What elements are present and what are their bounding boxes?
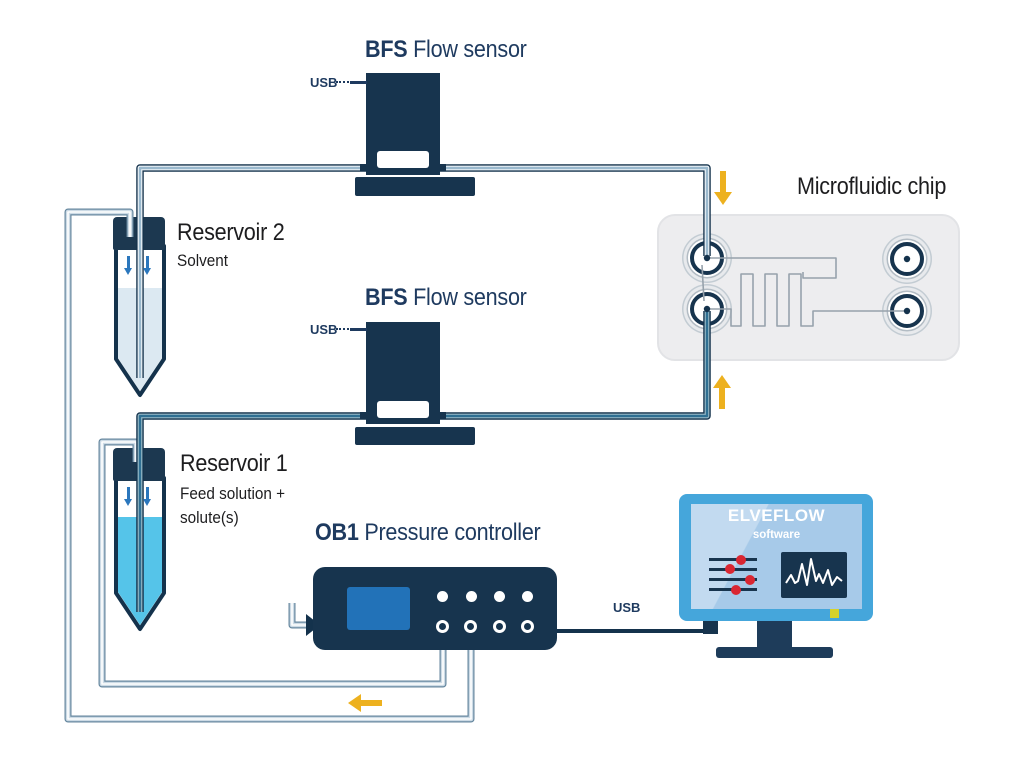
flow-sensor-mid-title: BFS Flow sensor [365, 284, 527, 312]
usb-dotted-line [336, 328, 349, 330]
monitor-power-led [830, 609, 839, 618]
usb-label-sensor-top: USB [310, 75, 338, 90]
reservoir2-description: Solvent [177, 251, 229, 270]
flow-down-arrow-icon [713, 171, 733, 205]
ob1-outlet-1 [436, 620, 449, 633]
flow-sensor-top-clamp-right [440, 164, 446, 171]
flow-sensor-top-brand: BFS [365, 36, 408, 63]
chip-channel [701, 257, 907, 327]
slider-track-1 [709, 558, 757, 561]
signal-waveform-icon [785, 558, 843, 586]
flow-sensor-top-title: BFS Flow sensor [365, 36, 527, 64]
flow-sensor-top-base [355, 177, 475, 196]
usb-lead-line [350, 328, 367, 331]
air-tube-reservoir1 [98, 438, 447, 688]
usb-label-sensor-mid: USB [310, 322, 338, 337]
ob1-screen [347, 587, 410, 630]
flow-left-arrow-icon [348, 693, 382, 713]
chip-port-dots [703, 254, 911, 315]
reservoir2-title: Reservoir 2 [177, 219, 285, 246]
software-title: ELVEFLOW [727, 506, 826, 525]
monitor-stand [757, 621, 792, 647]
slider-handle-3 [745, 575, 755, 585]
usb-lead-line [350, 81, 367, 84]
ob1-indicator-1 [437, 591, 448, 602]
controller-title: OB1 Pressure controller [315, 519, 541, 547]
monitor-screen [691, 504, 862, 609]
flow-sensor-mid-clamp-left [360, 412, 366, 419]
reservoir1-pressure-arrow-icon [143, 487, 152, 506]
reservoir1-pressure-arrow-icon [124, 487, 133, 506]
ob1-outlet-3 [493, 620, 506, 633]
controller-brand: OB1 [315, 519, 359, 546]
air-tube-reservoir2 [64, 208, 475, 723]
flow-sensor-mid-display [377, 401, 429, 418]
slider-handle-1 [736, 555, 746, 565]
flow-sensor-top-clamp-left [360, 164, 366, 171]
ob1-indicator-2 [466, 591, 477, 602]
reservoir1-description-line1: Feed solution + [180, 484, 286, 503]
slider-track-3 [709, 578, 757, 581]
chip-title: Microfluidic chip [797, 173, 947, 200]
monitor-base [716, 647, 833, 658]
flow-sensor-mid-clamp-right [440, 412, 446, 419]
reservoir2-pressure-arrow-icon [143, 256, 152, 275]
air-inlet-tube [288, 603, 307, 629]
signal-plot-panel [781, 552, 847, 598]
software-subtitle: software [752, 529, 801, 541]
slider-handle-2 [725, 564, 735, 574]
reservoir2-pressure-arrow-icon [124, 256, 133, 275]
flow-sensor-top-display [377, 151, 429, 168]
ob1-indicator-3 [494, 591, 505, 602]
usb-dotted-line [336, 81, 349, 83]
ob1-outlet-4 [521, 620, 534, 633]
controller-name: Pressure controller [364, 519, 541, 546]
usb-cable [557, 620, 712, 633]
ob1-outlet-2 [464, 620, 477, 633]
reservoir1-description-line2: solute(s) [180, 508, 239, 527]
flow-sensor-top-name: Flow sensor [413, 36, 527, 63]
reservoir1-title: Reservoir 1 [180, 450, 288, 477]
flow-sensor-mid-name: Flow sensor [413, 284, 527, 311]
slider-handle-4 [731, 585, 741, 595]
flow-up-arrow-icon [712, 375, 732, 409]
ob1-indicator-4 [522, 591, 533, 602]
usb-label-controller: USB [613, 600, 641, 615]
flow-sensor-mid-base [355, 427, 475, 445]
flow-sensor-mid-brand: BFS [365, 284, 408, 311]
